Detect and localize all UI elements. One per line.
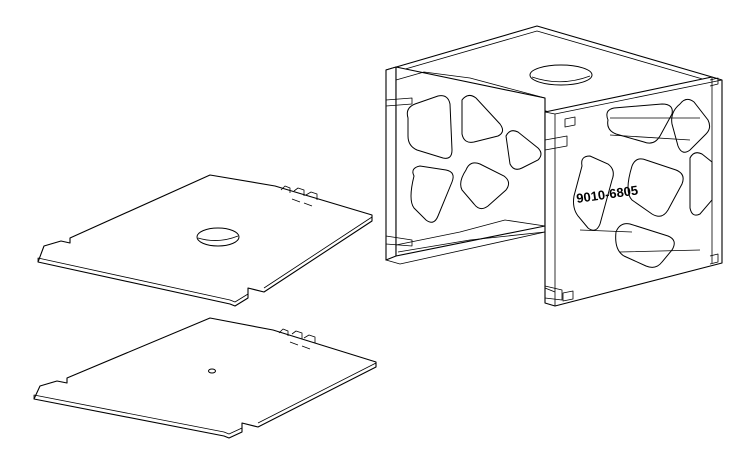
plate-tab-notches-lower xyxy=(278,328,316,350)
plate-center-hole xyxy=(196,227,240,247)
box-frame-assembly: 9010-6805 xyxy=(385,25,723,307)
right-panel-cutouts xyxy=(573,98,713,268)
plate-tab-notches xyxy=(280,185,318,207)
frame-left-panel xyxy=(385,66,397,261)
bottom-plate-small-hole xyxy=(33,317,377,439)
top-plate-with-hole xyxy=(37,174,373,307)
plate-small-hole xyxy=(208,368,216,374)
left-panel-cutouts xyxy=(406,94,542,223)
